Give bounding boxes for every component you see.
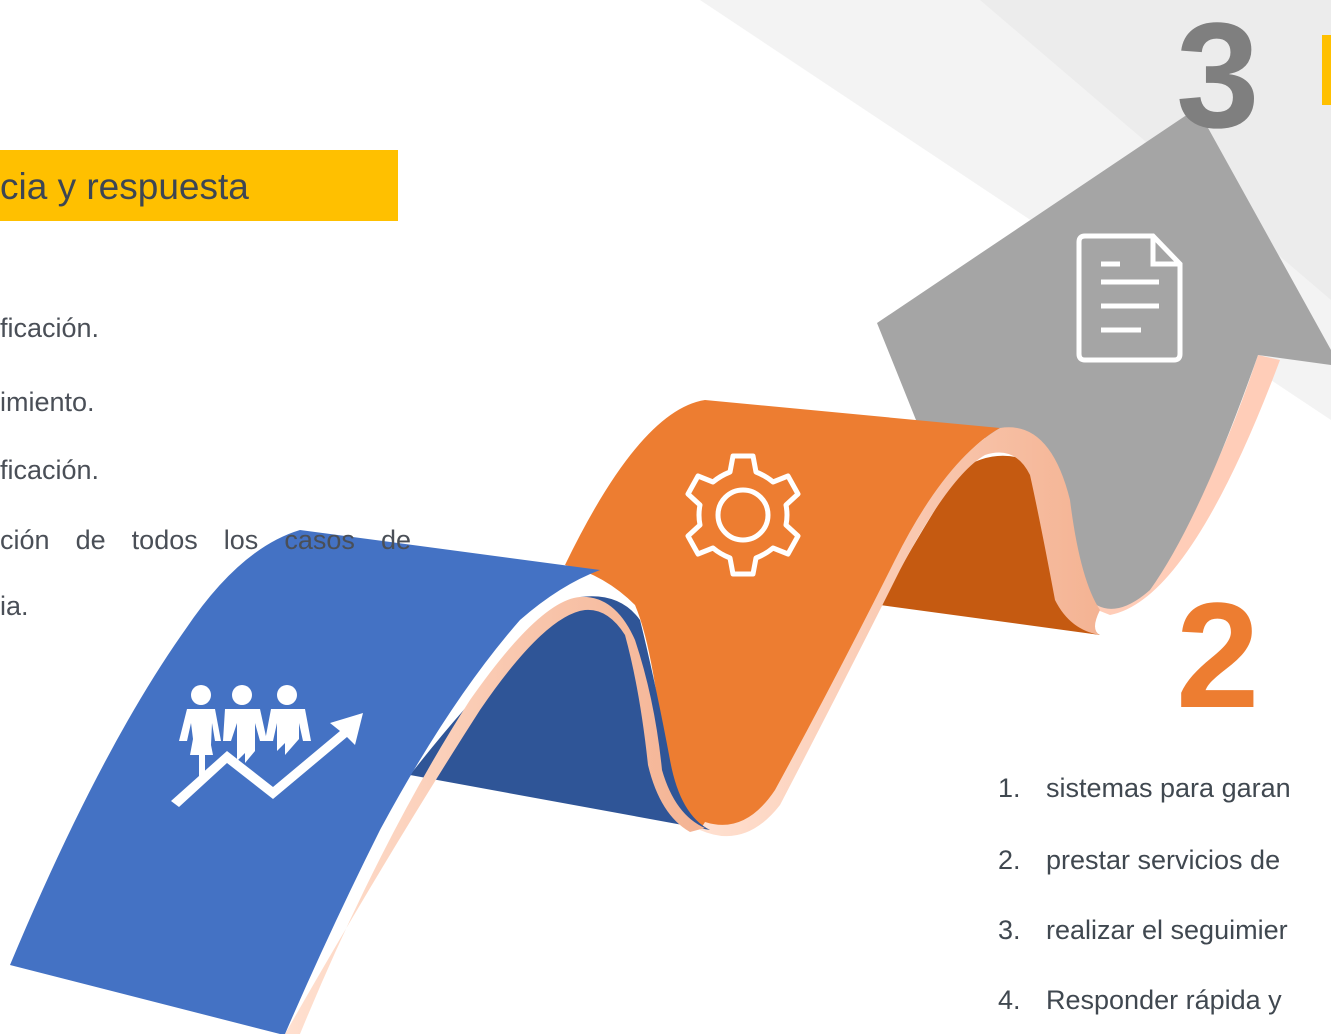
- accent-block: [1322, 35, 1331, 105]
- item-number: 4.: [998, 985, 1021, 1015]
- item-number: 1.: [998, 773, 1021, 803]
- word: de: [75, 525, 106, 555]
- item-text: realizar el seguimier: [1046, 915, 1288, 945]
- gear-icon: [685, 453, 801, 577]
- orange-wave: [565, 400, 1100, 837]
- word: casos: [284, 525, 355, 555]
- word: de: [380, 525, 411, 555]
- left-list-line-2: imiento.: [0, 387, 95, 417]
- blue-wave: [10, 530, 710, 1034]
- left-list-line-4: ción de todos los casos de: [0, 525, 411, 556]
- right-list-item-2: 2. prestar servicios de: [998, 845, 1280, 876]
- step-number-3: 3: [1176, 0, 1260, 159]
- right-list-item-4: 4. Responder rápida y: [998, 985, 1282, 1016]
- left-list-line-1: ficación.: [0, 313, 100, 343]
- banner-title: cia y respuesta: [0, 166, 249, 207]
- word: los: [223, 525, 259, 555]
- document-icon: [1076, 233, 1183, 363]
- left-list-line-5: ia.: [0, 591, 29, 621]
- item-number: 3.: [998, 915, 1021, 945]
- item-number: 2.: [998, 845, 1021, 875]
- item-text: Responder rápida y: [1046, 985, 1282, 1015]
- right-list-item-1: 1. sistemas para garan: [998, 773, 1291, 804]
- item-text: prestar servicios de: [1046, 845, 1281, 875]
- title-banner: cia y respuesta: [0, 150, 398, 221]
- people-growth-icon: [171, 685, 363, 807]
- word: ción: [0, 525, 50, 555]
- left-list-line-3: ficación.: [0, 455, 100, 485]
- right-list-item-3: 3. realizar el seguimier: [998, 915, 1288, 946]
- item-text: sistemas para garan: [1046, 773, 1291, 803]
- word: todos: [131, 525, 198, 555]
- step-number-2: 2: [1176, 571, 1260, 739]
